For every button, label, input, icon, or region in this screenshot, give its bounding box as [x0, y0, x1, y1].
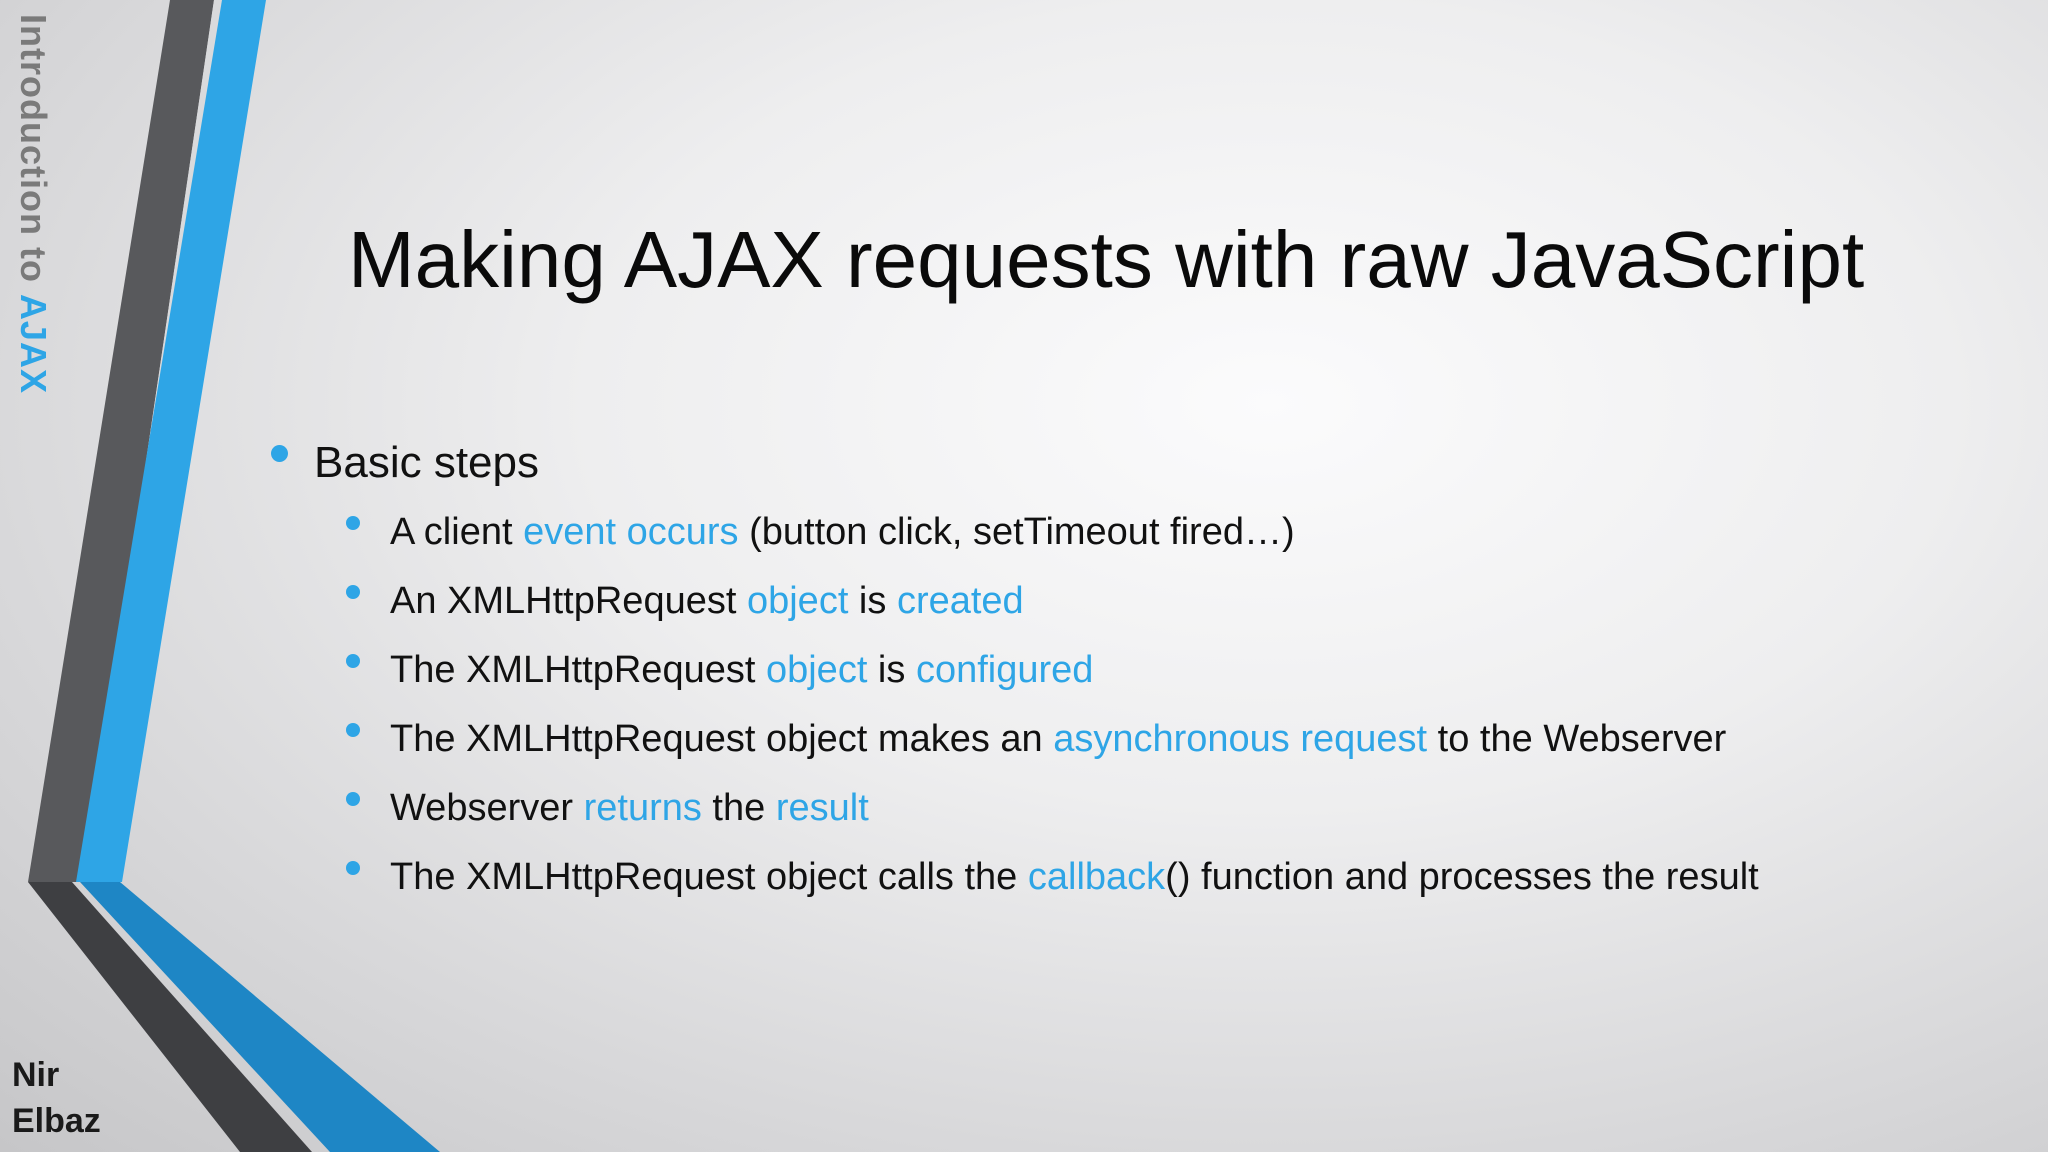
step-keyword: event occurs	[523, 511, 739, 553]
step-text: Webserver	[390, 787, 584, 829]
presentation-title-prefix: Introduction to	[13, 14, 54, 294]
bullet-list: Basic steps A client event occurs (butto…	[262, 428, 1962, 912]
author-first-name: Nir	[12, 1056, 60, 1094]
step-list: A client event occurs (button click, set…	[262, 498, 1962, 912]
step-text: () function and processes the result	[1165, 856, 1759, 898]
step-text: The XMLHttpRequest object makes an	[390, 718, 1054, 760]
step-keyword: returns	[583, 787, 702, 829]
step-item: Webserver returns the result	[262, 774, 1962, 843]
presentation-title-accent: AJAX	[13, 293, 54, 394]
step-item: The XMLHttpRequest object makes an async…	[262, 705, 1962, 774]
bullet-main-text: Basic steps	[314, 438, 539, 487]
step-text: the	[701, 787, 776, 829]
step-item: A client event occurs (button click, set…	[262, 498, 1962, 567]
step-text: is	[867, 649, 916, 691]
bullet-dot-icon	[346, 792, 360, 806]
bullet-dot-icon	[346, 723, 360, 737]
slide-title: Making AJAX requests with raw JavaScript	[348, 215, 1865, 304]
author-last-name: Elbaz	[12, 1102, 101, 1140]
step-text: An XMLHttpRequest	[390, 580, 747, 622]
step-text: to the Webserver	[1427, 718, 1727, 760]
decorative-stripes	[28, 0, 440, 1152]
bullet-dot-icon	[346, 585, 360, 599]
bullet-dot-icon	[346, 861, 360, 875]
step-keyword: asynchronous request	[1053, 718, 1428, 760]
step-keyword: object	[765, 649, 868, 691]
presentation-title-vertical: Introduction to AJAX	[12, 14, 54, 394]
step-text: The XMLHttpRequest object calls the	[390, 856, 1028, 898]
step-item: The XMLHttpRequest object calls the call…	[262, 843, 1962, 912]
step-keyword: created	[896, 580, 1024, 622]
step-keyword: result	[775, 787, 869, 829]
step-keyword: callback	[1027, 856, 1166, 898]
step-text: (button click, setTimeout fired…)	[738, 511, 1295, 553]
author-name: Nir Elbaz	[12, 1052, 101, 1144]
step-keyword: object	[746, 580, 849, 622]
bullet-dot-icon	[271, 445, 288, 462]
step-item: An XMLHttpRequest object is created	[262, 567, 1962, 636]
bullet-dot-icon	[346, 654, 360, 668]
bullet-main: Basic steps	[262, 428, 1962, 498]
step-item: The XMLHttpRequest object is configured	[262, 636, 1962, 705]
bullet-dot-icon	[346, 516, 360, 530]
step-text: The XMLHttpRequest	[390, 649, 766, 691]
step-text: is	[848, 580, 897, 622]
step-keyword: configured	[915, 649, 1094, 691]
step-text: A client	[390, 511, 524, 553]
